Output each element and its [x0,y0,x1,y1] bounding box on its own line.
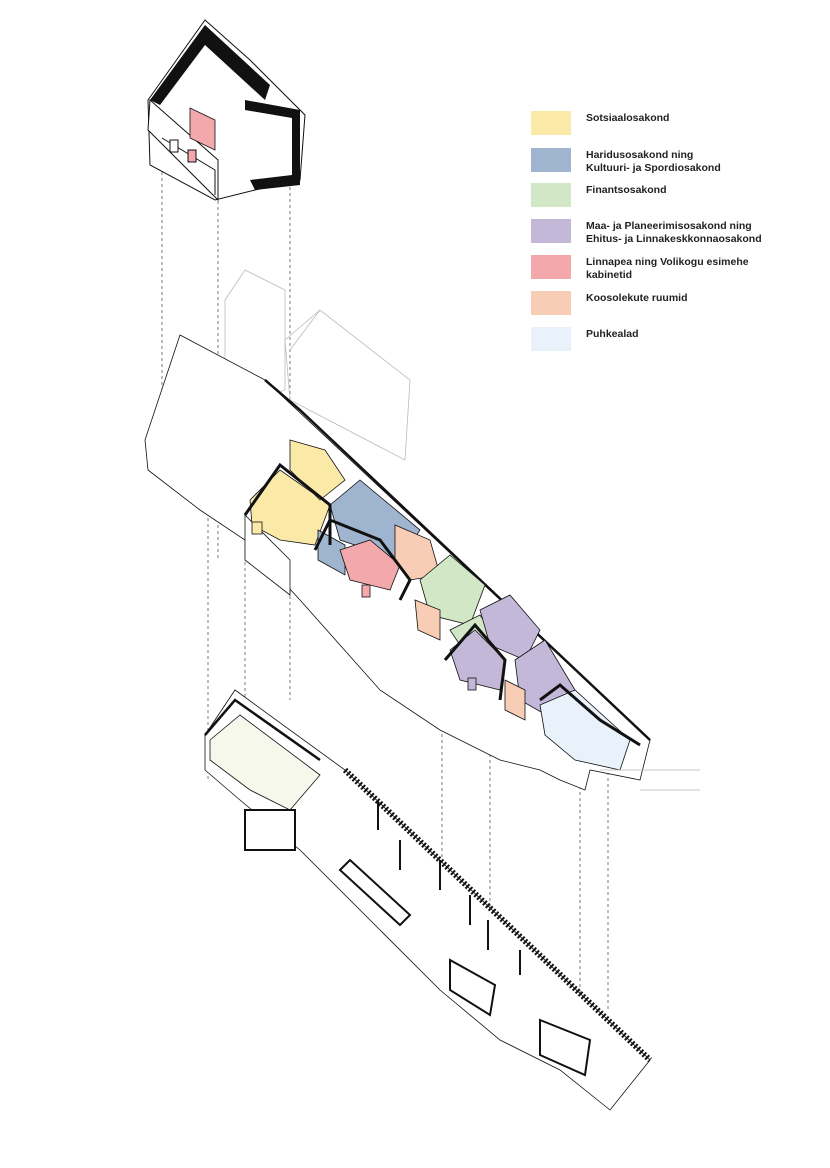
legend-label: Sotsiaalosakond [586,112,670,124]
legend-swatch-purple [531,219,571,243]
legend-item-haridusosakond: Haridusosakond ning Kultuuri- ja Spordio… [531,148,721,175]
legend-item-linnapea-kabinetid: Linnapea ning Volikogu esimehe kabinetid [531,255,749,282]
legend-swatch-green [531,183,571,207]
legend-swatch-red [531,255,571,279]
legend-item-puhkealad: Puhkealad [531,327,639,351]
legend-label: Finantsosakond [586,184,667,196]
top-floor [147,19,306,202]
legend-item-sotsiaalosakond: Sotsiaalosakond [531,111,669,135]
legend-label: Haridusosakond ning Kultuuri- ja Spordio… [586,149,721,174]
legend-swatch-light-blue [531,327,571,351]
legend-item-maa-planeerimisosakond: Maa- ja Planeerimisosakond ning Ehitus- … [531,219,762,246]
legend-label: Koosolekute ruumid [586,292,688,304]
legend-label: Puhkealad [586,328,639,340]
legend-swatch-yellow [531,111,571,135]
legend-swatch-orange [531,291,571,315]
legend-item-koosolekute-ruumid: Koosolekute ruumid [531,291,688,315]
legend-swatch-blue [531,148,571,172]
legend-label: Linnapea ning Volikogu esimehe kabinetid [586,256,749,281]
legend-item-finantsosakond: Finantsosakond [531,183,667,207]
bottom-floor [204,689,653,1111]
middle-floor [144,334,700,791]
legend-label: Maa- ja Planeerimisosakond ning Ehitus- … [586,220,762,245]
